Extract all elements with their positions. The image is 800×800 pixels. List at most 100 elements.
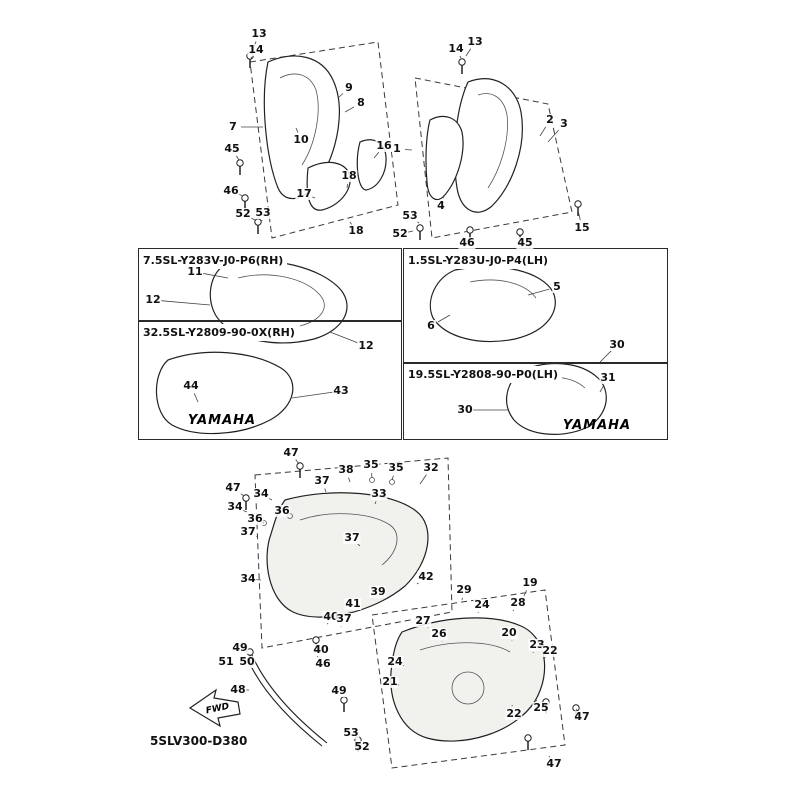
- leader-line: [442, 194, 445, 199]
- leader-line: [337, 93, 344, 99]
- leader-line: [465, 48, 472, 57]
- leader-line: [547, 129, 559, 143]
- leader-line: [327, 622, 329, 625]
- part-callout-49: 49: [231, 641, 249, 654]
- part-callout-24: 24: [386, 655, 404, 668]
- leader-line: [419, 474, 427, 485]
- side-panel-17-outline: [306, 161, 351, 211]
- yamaha-decal-rh: YAMAHA: [188, 413, 256, 428]
- leader-line: [391, 475, 394, 481]
- leader-line: [539, 126, 547, 137]
- part-callout-53: 53: [342, 726, 360, 739]
- leader-line: [346, 183, 349, 189]
- part-callout-6: 6: [426, 319, 436, 332]
- part-callout-53: 53: [401, 209, 419, 222]
- part-callout-17: 17: [295, 187, 313, 200]
- leader-line: [468, 232, 471, 236]
- side-cowl-lh-outline: [429, 266, 556, 343]
- yamaha-decal-lh: YAMAHA: [563, 418, 631, 433]
- part-callout-35: 35: [387, 461, 405, 474]
- part-callout-43: 43: [332, 384, 350, 397]
- cowl-stay-outline-2: [251, 654, 328, 744]
- part-callout-36: 36: [246, 512, 264, 525]
- part-callout-24: 24: [473, 598, 491, 611]
- leader-line: [193, 393, 199, 403]
- part-callout-33: 33: [370, 487, 388, 500]
- inner-lower-cowl-detail: [299, 513, 398, 566]
- part-callout-22: 22: [505, 707, 523, 720]
- leader-line: [160, 300, 211, 306]
- leader-line: [329, 331, 359, 344]
- fwd-label: FWD: [205, 702, 231, 717]
- part-callout-7: 7: [228, 120, 238, 133]
- part-callout-37: 37: [313, 474, 331, 487]
- ref-box-label: 19.5SL-Y2808-90-P0(LH): [404, 366, 563, 383]
- leader-line: [599, 384, 605, 393]
- side-cowl-lh-detail: [469, 279, 537, 299]
- leader-line: [344, 106, 355, 113]
- diagram-code: 5SLV300-D380: [150, 734, 248, 748]
- upper-cowl-detail-line: [279, 73, 319, 166]
- part-callout-15: 15: [573, 221, 591, 234]
- ref-box-rh-cowl: 7.5SL-Y283V-J0-P6(RH): [138, 248, 402, 322]
- part-callout-14: 14: [447, 42, 465, 55]
- part-callout-36: 36: [273, 504, 291, 517]
- part-callout-51: 51: [217, 655, 235, 668]
- ref-box-label: 7.5SL-Y283V-J0-P6(RH): [139, 252, 288, 269]
- ref-box-lh-graphic: 19.5SL-Y2808-90-P0(LH): [403, 362, 668, 440]
- part-callout-46: 46: [458, 236, 476, 249]
- leader-line: [235, 155, 240, 161]
- leader-line: [349, 221, 352, 225]
- part-callout-37: 37: [239, 525, 257, 538]
- part-callout-12: 12: [144, 293, 162, 306]
- dashed-boundary-bottom-right: [371, 589, 566, 769]
- part-callout-25: 25: [532, 701, 550, 714]
- leader-line: [291, 391, 334, 399]
- part-callout-46: 46: [314, 657, 332, 670]
- leader-line: [548, 755, 551, 758]
- part-callout-42: 42: [417, 570, 435, 583]
- part-callout-1: 1: [392, 142, 402, 155]
- part-callout-21: 21: [381, 675, 399, 688]
- upper-cowl-lh-detail: [477, 93, 508, 189]
- part-callout-37: 37: [343, 531, 361, 544]
- part-callout-16: 16: [375, 139, 393, 152]
- part-callout-13: 13: [466, 35, 484, 48]
- part-callout-44: 44: [182, 379, 200, 392]
- part-callout-34: 34: [239, 572, 257, 585]
- part-callout-34: 34: [226, 500, 244, 513]
- fwd-arrow-icon: [188, 688, 241, 728]
- part-callout-29: 29: [455, 583, 473, 596]
- part-callout-39: 39: [369, 585, 387, 598]
- ref-box-label: 1.5SL-Y283U-J0-P4(LH): [404, 252, 553, 269]
- leader-line: [527, 288, 550, 296]
- part-callout-35: 35: [362, 458, 380, 471]
- dashed-boundary-top-left: [249, 41, 399, 239]
- part-callout-40: 40: [312, 643, 330, 656]
- part-callout-47: 47: [224, 481, 242, 494]
- part-callout-9: 9: [344, 81, 354, 94]
- leader-line: [250, 56, 253, 59]
- part-callout-8: 8: [356, 96, 366, 109]
- part-callout-46: 46: [222, 184, 240, 197]
- part-callout-28: 28: [509, 596, 527, 609]
- leader-line: [512, 609, 515, 612]
- part-callout-47: 47: [282, 446, 300, 459]
- part-callout-20: 20: [500, 626, 518, 639]
- ref-box-lh-cowl: 1.5SL-Y283U-J0-P4(LH): [403, 248, 668, 364]
- part-callout-31: 31: [599, 371, 617, 384]
- leader-line: [348, 477, 351, 483]
- part-callout-32: 32: [422, 461, 440, 474]
- leader-line: [459, 55, 462, 59]
- part-callout-14: 14: [247, 43, 265, 56]
- leader-line: [357, 543, 361, 547]
- part-callout-53: 53: [254, 206, 272, 219]
- leader-line: [599, 350, 612, 363]
- leader-line: [295, 127, 299, 133]
- part-callout-23: 23: [528, 638, 546, 651]
- part-callout-19: 19: [521, 576, 539, 589]
- ref-box-label: 32.5SL-Y2809-90-0X(RH): [139, 324, 299, 341]
- part-callout-52: 52: [234, 207, 252, 220]
- part-callout-37: 37: [335, 612, 353, 625]
